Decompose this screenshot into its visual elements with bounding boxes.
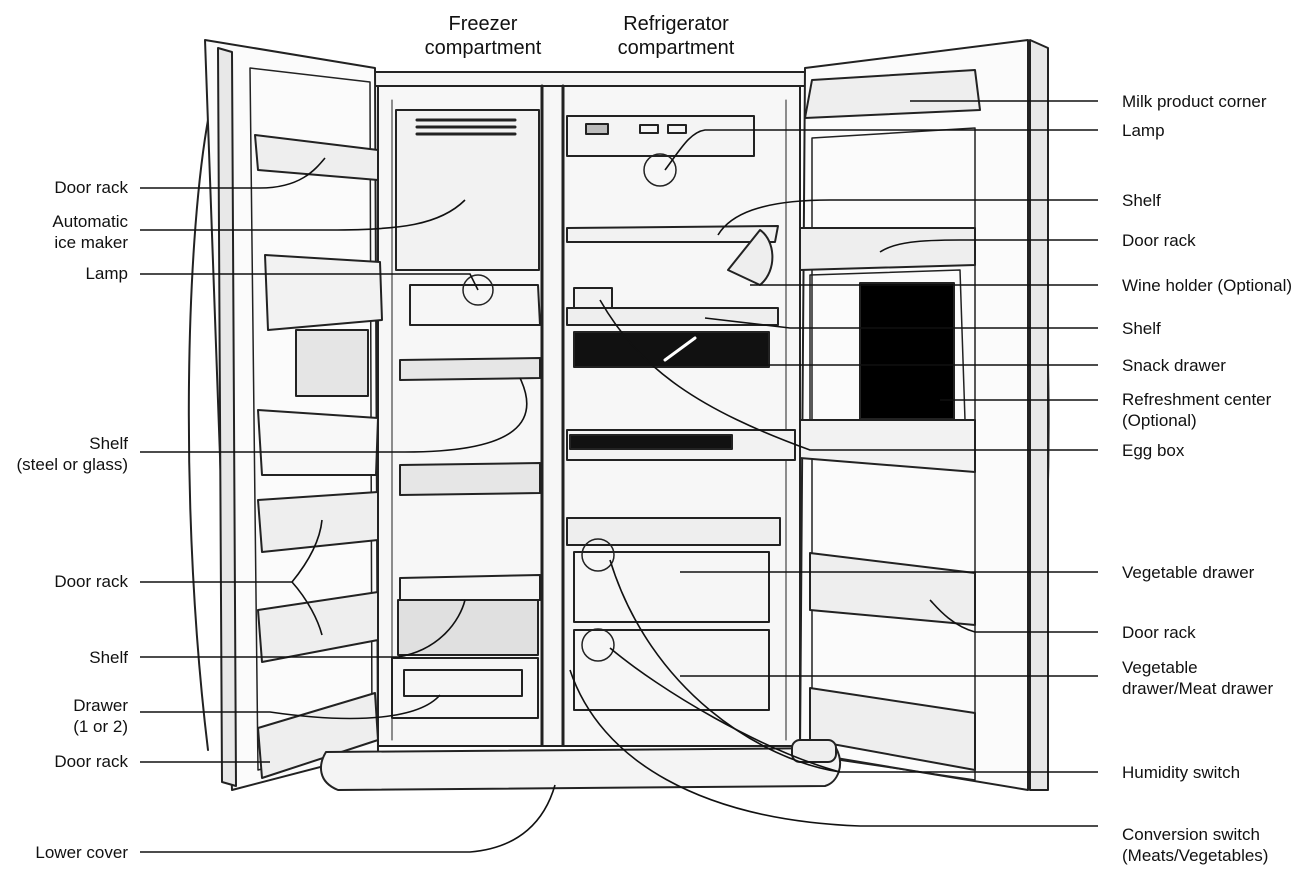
label-text: (steel or glass): [16, 455, 128, 474]
label-lower-cover: Lower cover: [35, 842, 128, 863]
label-shelf-steel-or-glass: Shelf (steel or glass): [17, 433, 128, 475]
label-shelf-top-right: Shelf: [1122, 190, 1161, 211]
label-text: Lamp: [85, 264, 128, 283]
label-refreshment-center: Refreshment center (Optional): [1122, 389, 1271, 431]
label-text: Shelf: [89, 648, 128, 667]
label-text: Lower cover: [35, 843, 128, 862]
freezer-door: [204, 39, 383, 791]
label-vegetable-meat-drawer: Vegetable drawer/Meat drawer: [1122, 657, 1273, 699]
label-text: Milk product corner: [1122, 92, 1267, 111]
label-snack-drawer: Snack drawer: [1122, 355, 1226, 376]
label-text: Vegetable: [1122, 658, 1198, 677]
label-text: drawer/Meat drawer: [1122, 679, 1274, 698]
label-text: Door rack: [54, 572, 128, 591]
label-conversion-switch: Conversion switch (Meats/Vegetables): [1122, 824, 1268, 866]
label-lamp-right: Lamp: [1122, 120, 1165, 141]
left-side-curve: [187, 119, 209, 751]
label-shelf-left: Shelf: [89, 647, 128, 668]
label-text: Door rack: [1122, 623, 1196, 642]
label-text: Humidity switch: [1122, 763, 1241, 782]
label-text: Door rack: [54, 178, 128, 197]
label-humidity-switch: Humidity switch: [1122, 762, 1240, 783]
label-lamp-left: Lamp: [85, 263, 128, 284]
label-door-rack-top-left: Door rack: [54, 177, 128, 198]
label-text: Door rack: [1122, 231, 1196, 250]
label-text: (Optional): [1122, 411, 1197, 430]
label-text: Conversion switch: [1122, 825, 1260, 844]
freezer-compartment-header: Freezer compartment: [403, 12, 563, 60]
freezer-interior: [391, 109, 541, 719]
label-automatic-ice-maker: Automatic ice maker: [52, 211, 128, 253]
refrigerator-interior: [566, 115, 796, 711]
refrigerator-compartment-header: Refrigerator compartment: [596, 12, 756, 60]
label-door-rack-bottom-left: Door rack: [54, 751, 128, 772]
refrigerator-header-line2: compartment: [617, 37, 735, 59]
refrigerator-header-line1: Refrigerator: [623, 13, 729, 35]
label-text: Shelf: [1122, 191, 1161, 210]
label-milk-product-corner: Milk product corner: [1122, 91, 1267, 112]
label-text: Snack drawer: [1122, 356, 1226, 375]
label-text: Automatic: [52, 212, 128, 231]
label-shelf-mid-right: Shelf: [1122, 318, 1161, 339]
leader-lines: [140, 100, 1098, 853]
label-wine-holder: Wine holder (Optional): [1122, 275, 1292, 296]
label-text: (Meats/Vegetables): [1122, 846, 1269, 865]
label-text: Egg box: [1122, 441, 1185, 460]
label-text: Vegetable drawer: [1122, 563, 1255, 582]
label-text: Shelf: [1122, 319, 1161, 338]
label-door-rack-top-right: Door rack: [1122, 230, 1196, 251]
freezer-header-line2: compartment: [424, 37, 542, 59]
label-text: Refreshment center: [1122, 390, 1272, 409]
label-text: ice maker: [54, 233, 128, 252]
label-text: Drawer: [73, 696, 128, 715]
base-lower-cover: [320, 739, 841, 791]
label-vegetable-drawer: Vegetable drawer: [1122, 562, 1254, 583]
label-text: Door rack: [54, 752, 128, 771]
label-drawer: Drawer (1 or 2): [73, 695, 128, 737]
label-text: Shelf: [89, 434, 128, 453]
label-text: Lamp: [1122, 121, 1165, 140]
label-egg-box: Egg box: [1122, 440, 1184, 461]
freezer-header-line1: Freezer: [448, 13, 518, 35]
label-text: Wine holder (Optional): [1122, 276, 1293, 295]
label-door-rack-bottom-right: Door rack: [1122, 622, 1196, 643]
refrigerator-door: [799, 39, 1049, 791]
label-door-rack-mid-left: Door rack: [54, 571, 128, 592]
label-text: (1 or 2): [73, 717, 128, 736]
